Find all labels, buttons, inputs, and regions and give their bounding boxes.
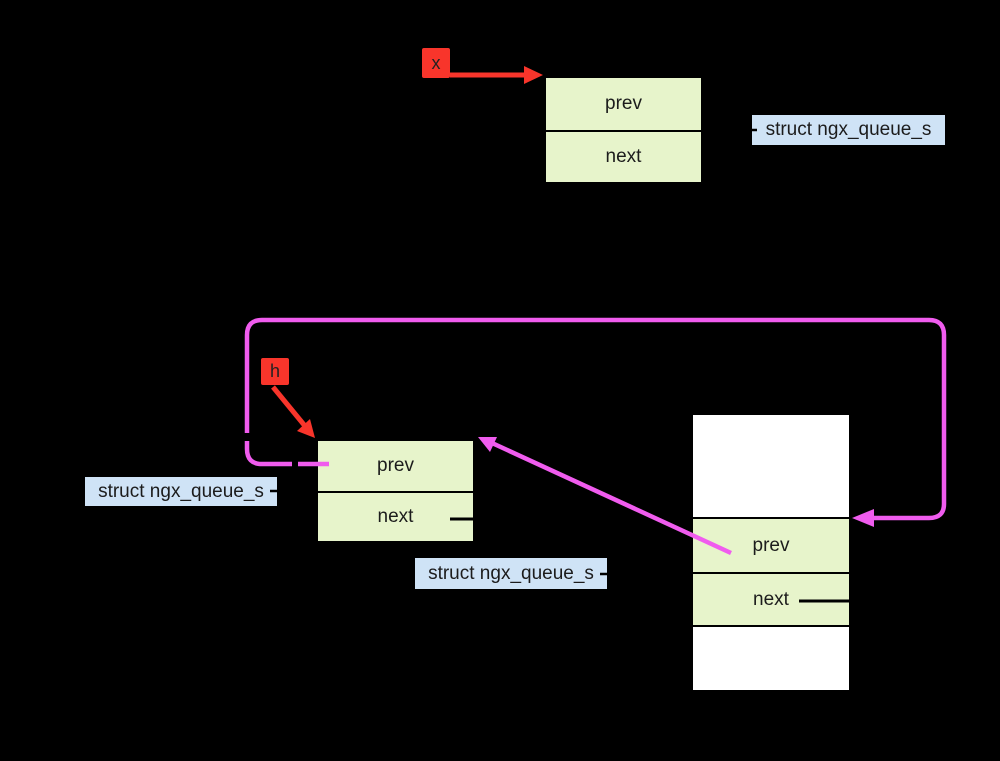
- head-next-field: next: [318, 491, 473, 541]
- head-node-box: prev next: [316, 439, 475, 543]
- element-type-label: struct ngx_queue_s: [415, 558, 607, 589]
- element-prev-field: prev: [693, 517, 849, 572]
- standalone-next-field: next: [546, 130, 701, 182]
- pointer-x-label: x: [422, 48, 450, 78]
- element-struct-box: prev next: [691, 413, 851, 692]
- standalone-node-box: prev next: [544, 76, 703, 184]
- standalone-prev-field: prev: [605, 93, 642, 114]
- element-hidden-fields-bottom: [693, 625, 849, 690]
- x-pointer-arrow: [450, 66, 543, 84]
- element-next-field: next: [693, 572, 849, 625]
- element-hidden-fields-top: [693, 415, 849, 517]
- pointer-h-label: h: [261, 358, 289, 385]
- h-pointer-arrow: [271, 385, 315, 438]
- standalone-type-label: struct ngx_queue_s: [752, 115, 945, 145]
- head-type-label: struct ngx_queue_s: [85, 477, 277, 506]
- head-prev-field: prev: [377, 455, 414, 476]
